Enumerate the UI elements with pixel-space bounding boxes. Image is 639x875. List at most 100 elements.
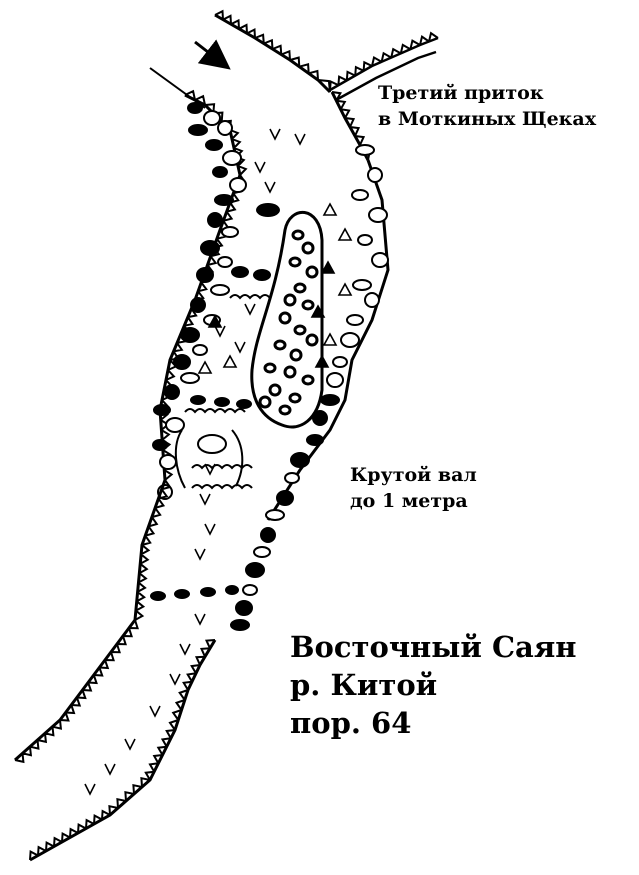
bank-west bbox=[14, 93, 242, 762]
boulder bbox=[207, 212, 223, 228]
current-chevron bbox=[104, 763, 116, 776]
drop-triangle bbox=[314, 354, 330, 368]
boulder bbox=[205, 139, 223, 151]
boulder bbox=[371, 252, 389, 268]
wave-annotation: Крутой вал до 1 метра bbox=[350, 462, 477, 514]
drop-triangle bbox=[197, 360, 213, 374]
bank-east-upper bbox=[266, 159, 390, 521]
boulder bbox=[242, 584, 258, 596]
flow-direction-arrow bbox=[149, 39, 231, 109]
boulders-shore bbox=[152, 102, 389, 631]
island-pebble bbox=[301, 241, 315, 255]
boulder bbox=[192, 344, 208, 356]
island-pebble bbox=[293, 324, 307, 336]
boulder bbox=[320, 394, 340, 406]
island-pebble bbox=[301, 374, 315, 386]
island-outline bbox=[250, 211, 324, 429]
island-pebble bbox=[268, 383, 282, 397]
pour-over-rocks bbox=[197, 202, 353, 374]
island-pebble bbox=[289, 348, 303, 362]
boulder bbox=[260, 527, 276, 543]
island-pebble bbox=[288, 392, 302, 404]
boulder bbox=[326, 372, 344, 388]
standing-wave bbox=[184, 408, 246, 414]
boulder bbox=[265, 509, 285, 521]
boulder bbox=[357, 234, 373, 246]
tributary-label-line2: в Моткиных Щеках bbox=[378, 108, 597, 130]
island-pebble bbox=[301, 299, 315, 311]
island-pebble bbox=[288, 256, 302, 268]
current-chevron bbox=[199, 493, 211, 506]
boulder bbox=[203, 110, 221, 126]
wave-label-line2: до 1 метра bbox=[350, 490, 468, 512]
rock bbox=[256, 203, 280, 217]
boulder bbox=[364, 292, 380, 308]
boulder bbox=[190, 297, 206, 313]
hatch-north bbox=[214, 9, 331, 93]
boulder bbox=[306, 434, 324, 446]
rock bbox=[236, 399, 252, 409]
island-pebble bbox=[273, 339, 287, 351]
rock bbox=[214, 397, 230, 407]
standing-waves bbox=[157, 294, 271, 500]
current-chevron bbox=[244, 303, 256, 316]
drop-triangle bbox=[222, 354, 238, 368]
current-chevron bbox=[294, 133, 306, 146]
boulder bbox=[245, 562, 265, 578]
rock bbox=[174, 589, 190, 599]
boulder bbox=[165, 417, 185, 433]
whirlpool bbox=[157, 484, 173, 500]
boulder bbox=[217, 120, 233, 136]
central-island bbox=[250, 211, 324, 429]
rock bbox=[253, 269, 271, 281]
rock bbox=[150, 591, 166, 601]
boulder bbox=[212, 166, 228, 178]
wave-label-line1: Крутой вал bbox=[350, 464, 477, 486]
boulder bbox=[332, 356, 348, 368]
current-chevron bbox=[84, 783, 96, 796]
boulder bbox=[187, 102, 203, 114]
flow-arrow bbox=[194, 39, 231, 70]
tributary-hatch bbox=[329, 31, 439, 91]
boulder bbox=[276, 490, 294, 506]
island-pebble bbox=[258, 395, 272, 409]
boulder bbox=[351, 189, 369, 201]
hatch-tributary-mouth bbox=[331, 91, 372, 161]
island-pebble bbox=[278, 404, 292, 416]
drop-triangle bbox=[310, 304, 326, 318]
drop-triangle bbox=[207, 314, 223, 328]
current-chevrons bbox=[84, 128, 306, 796]
island-pebble bbox=[305, 333, 319, 347]
boulder bbox=[367, 167, 383, 183]
boulder bbox=[152, 439, 168, 451]
island-pebble bbox=[263, 362, 277, 374]
bank-north bbox=[214, 13, 332, 94]
current-chevron bbox=[194, 548, 206, 561]
boulder bbox=[284, 472, 300, 484]
boulder bbox=[229, 177, 247, 193]
boulder bbox=[188, 124, 208, 136]
current-chevron bbox=[269, 128, 281, 141]
boulder bbox=[210, 284, 230, 296]
current-chevron bbox=[149, 705, 161, 718]
drop-triangle bbox=[337, 227, 353, 241]
tributary-bank-lower bbox=[335, 50, 437, 102]
rock bbox=[200, 587, 216, 597]
boulder bbox=[214, 194, 234, 206]
current-chevron bbox=[179, 643, 191, 656]
standing-wave bbox=[191, 484, 253, 490]
current-chevron bbox=[264, 181, 276, 194]
rock-outline bbox=[197, 434, 227, 454]
current-chevron bbox=[124, 738, 136, 751]
rock bbox=[231, 266, 249, 278]
hatch-east-lower bbox=[29, 639, 216, 861]
boulder bbox=[159, 454, 177, 470]
boulder bbox=[173, 354, 191, 370]
boulder bbox=[340, 332, 360, 348]
hatch-west bbox=[14, 89, 248, 764]
boulder bbox=[217, 256, 233, 268]
island-pebble bbox=[283, 293, 297, 307]
boulder bbox=[346, 314, 364, 326]
island-pebble bbox=[293, 282, 307, 294]
